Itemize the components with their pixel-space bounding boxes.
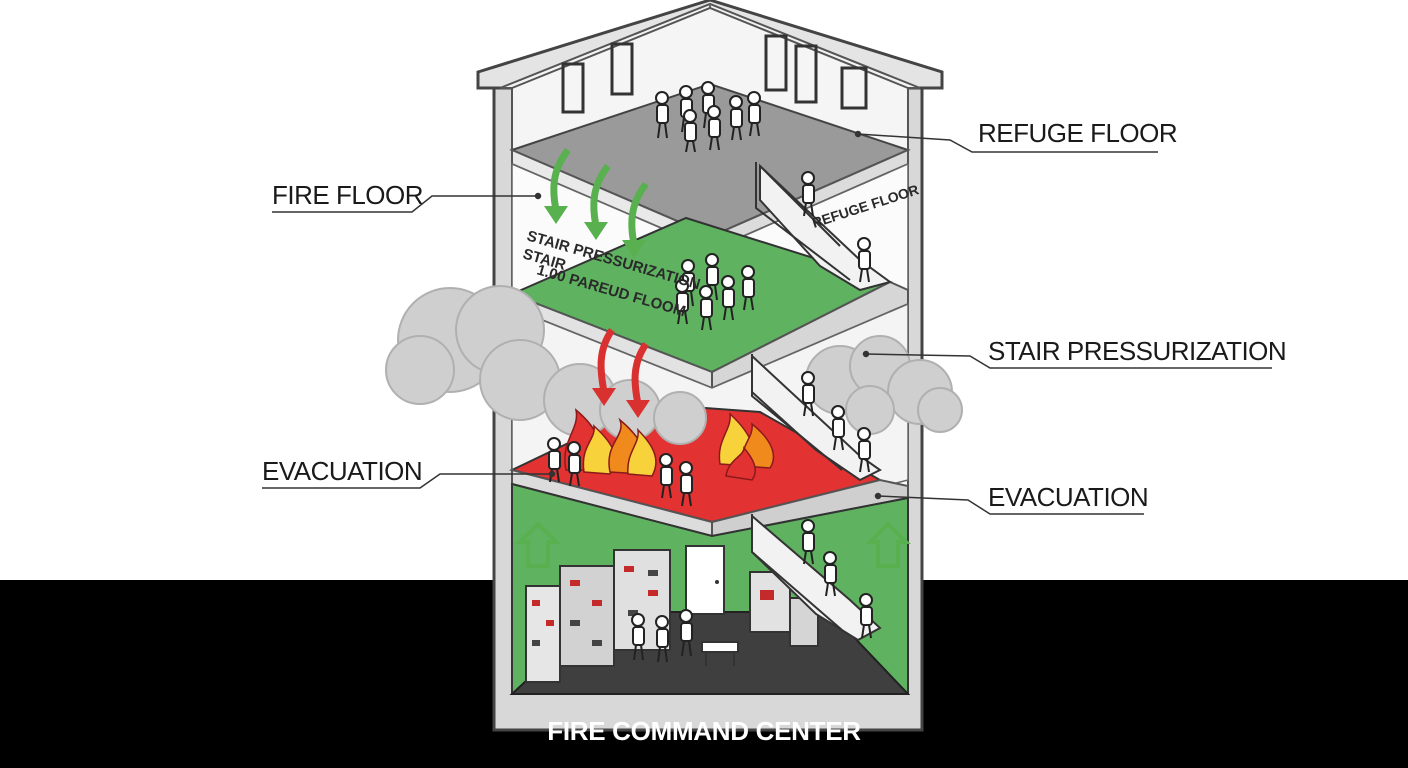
- fire-command-center-label: FIRE COMMAND CENTER: [547, 716, 861, 746]
- desk: [701, 641, 739, 653]
- flames: [564, 408, 775, 481]
- label-stair-pressurization: STAIR PRESSURIZATION: [988, 336, 1287, 366]
- smoke-clouds: [385, 285, 963, 445]
- command-center-room: [509, 482, 911, 695]
- pressurization-arrows: [515, 147, 911, 568]
- stairways: [751, 162, 893, 642]
- leader-lines: [262, 130, 1272, 515]
- door: [685, 545, 725, 615]
- people: [547, 81, 873, 663]
- label-evacuation-left: EVACUATION: [262, 456, 423, 486]
- label-fire-floor: FIRE FLOOR: [272, 180, 424, 210]
- label-refuge-floor: REFUGE FLOOR: [978, 118, 1178, 148]
- label-evacuation-right: EVACUATION: [988, 482, 1149, 512]
